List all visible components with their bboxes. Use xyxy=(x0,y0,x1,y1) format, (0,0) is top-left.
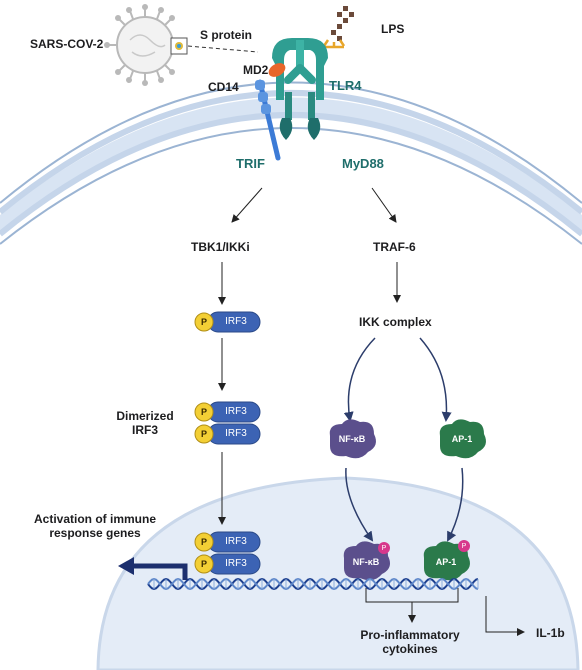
lps-label: LPS xyxy=(381,22,405,36)
lps-icon xyxy=(322,6,354,49)
irf3-text: IRF3 xyxy=(225,406,247,417)
trif-label: TRIF xyxy=(236,156,265,171)
ap1-text: AP-1 xyxy=(451,434,473,444)
s-protein-label: S protein xyxy=(200,28,253,42)
irf3-text: IRF3 xyxy=(225,316,247,327)
sars-cov-2-virus-icon xyxy=(104,4,188,86)
tlr4-receptor-icon xyxy=(268,38,328,140)
s-protein-dashed-line xyxy=(187,45,259,53)
phospho-p-text: P xyxy=(200,537,207,547)
cd14-label: CD14 xyxy=(208,80,239,94)
nucleus xyxy=(96,476,580,670)
pathway-arrows xyxy=(218,187,401,525)
irf3-text: IRF3 xyxy=(225,536,247,547)
activation-arrow xyxy=(118,557,188,580)
phospho-p-text: P xyxy=(461,543,467,550)
activation-label: Activation of immune response genes xyxy=(33,512,156,540)
dna-helix-icon xyxy=(147,577,479,591)
tlr4-label: TLR4 xyxy=(329,78,362,93)
dimerized-irf3-label: Dimerized IRF3 xyxy=(116,409,174,437)
phospho-p-text: P xyxy=(200,317,207,327)
cd14-receptor-icon xyxy=(255,79,281,161)
pro-inflammatory-label: Pro-inflammatory cytokines xyxy=(360,628,460,656)
traf6-label: TRAF-6 xyxy=(373,240,416,254)
irf3-text: IRF3 xyxy=(225,428,247,439)
phospho-p-text: P xyxy=(200,429,207,439)
phospho-p-text: P xyxy=(381,545,387,552)
md2-label: MD2 xyxy=(243,63,269,77)
irf3-shapes xyxy=(194,311,261,575)
cytokine-bracket xyxy=(365,588,525,636)
myd88-label: MyD88 xyxy=(342,156,384,171)
nfkb-text: NF-κB xyxy=(338,434,366,444)
irf3-text: IRF3 xyxy=(225,558,247,569)
il-1b-label: IL-1b xyxy=(536,626,565,640)
tbk1-ikki-label: TBK1/IKKi xyxy=(191,240,250,254)
sars-cov-2-label: SARS-COV-2 xyxy=(30,37,104,51)
phospho-p-text: P xyxy=(200,407,207,417)
phospho-p-text: P xyxy=(200,559,207,569)
nfkb-text: NF-κB xyxy=(352,557,380,567)
transcription-factor-shapes xyxy=(329,419,486,581)
ap1-text: AP-1 xyxy=(435,557,457,567)
ikk-curved-arrows xyxy=(343,337,464,542)
ikk-complex-label: IKK complex xyxy=(359,315,432,329)
